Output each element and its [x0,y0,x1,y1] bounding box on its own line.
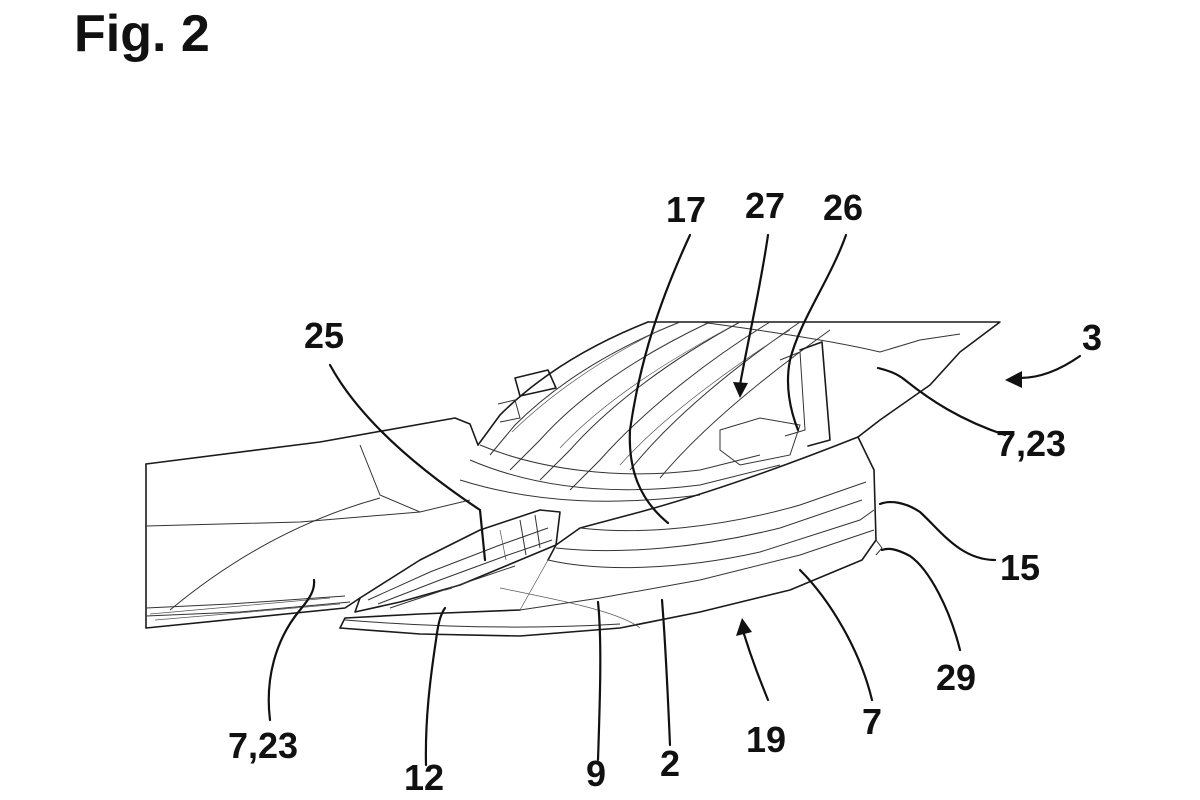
ref-29: 29 [936,657,976,698]
ref-7-23-left: 7,23 [228,725,298,766]
leader-27 [738,233,770,387]
ref-19: 19 [746,719,786,760]
ref-27: 27 [745,185,785,226]
leader-2 [660,598,672,747]
arrowhead-27 [733,382,748,398]
flap-element [354,509,561,613]
ref-7-23-right: 7,23 [996,423,1066,464]
leader-7-23-right [876,366,1007,437]
arrowhead-3 [1005,371,1022,388]
ref-12: 12 [404,757,444,798]
left-body-panel [145,417,479,629]
leader-7-23-left [267,578,316,722]
ref-7: 7 [862,701,882,742]
ref-15: 15 [1000,547,1040,588]
leader-17 [628,233,692,525]
arrowhead-19 [736,618,752,636]
leader-19 [742,632,770,702]
leader-3 [1018,354,1082,380]
upper-ducts [459,321,1001,502]
ref-26: 26 [823,187,863,228]
ref-3: 3 [1082,317,1102,358]
ref-17: 17 [666,189,706,230]
ref-9: 9 [586,753,606,794]
leader-12 [424,606,447,767]
leader-26 [786,233,848,432]
leader-25 [328,363,487,562]
ref-2: 2 [660,743,680,784]
leader-lines [267,233,1082,767]
leader-29 [880,547,962,652]
ref-25: 25 [304,315,344,356]
figure-title: Fig. 2 [74,5,210,63]
leader-15 [878,501,997,562]
reference-labels: 17 27 26 25 3 7,23 15 29 7 19 2 9 12 7,2… [228,185,1102,798]
leader-7 [798,568,874,702]
front-wing-element [339,436,883,637]
leader-9 [596,600,602,762]
